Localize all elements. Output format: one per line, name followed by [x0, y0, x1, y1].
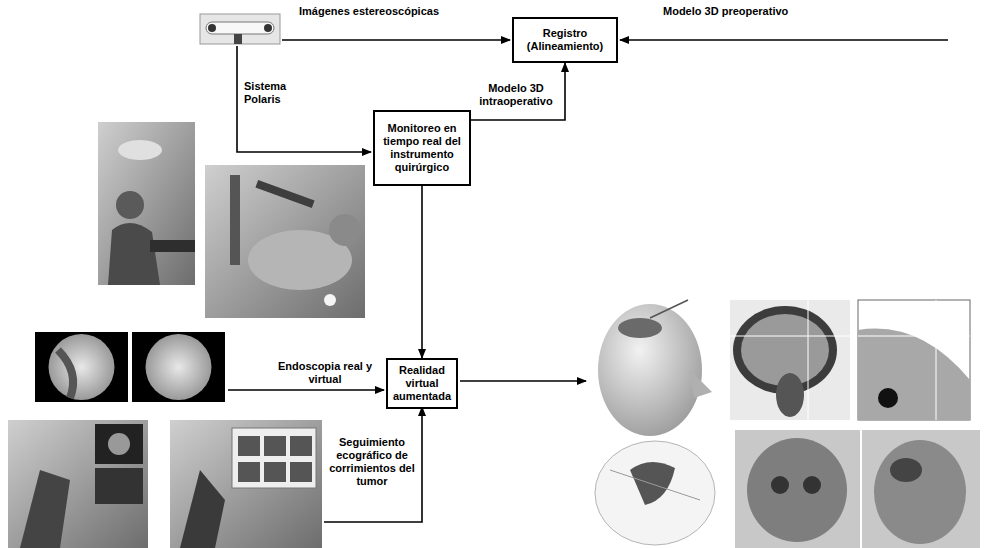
process-box: Monitoreo en tiempo real del instrumento…	[373, 110, 471, 186]
box-label: Registro (Alineamiento)	[517, 27, 613, 53]
camera-icon	[200, 14, 280, 44]
ultrasound-photo	[170, 420, 322, 548]
mri-zoom	[858, 300, 970, 420]
flow-arrow	[471, 63, 565, 120]
head-render	[598, 300, 712, 436]
process-box: Realidad virtual aumentada	[386, 358, 458, 409]
box-label: Monitoreo en tiempo real del instrumento…	[378, 122, 466, 174]
endoscopy-image	[35, 332, 225, 402]
flow-label: Modelo 3D preoperativo	[662, 5, 789, 18]
skull-render	[862, 430, 980, 548]
surgery-photo	[98, 122, 195, 285]
edge-label: Modelo 3D intraoperativo	[474, 82, 558, 108]
skull-render	[595, 441, 715, 545]
box-label: Realidad virtual aumentada	[391, 364, 453, 403]
flow-label: Seguimiento ecográfico de corrimientos d…	[326, 436, 418, 488]
flow-label: Imágenes estereoscópicas	[298, 5, 440, 18]
surgery-photo	[205, 165, 365, 318]
process-box: Registro (Alineamiento)	[512, 17, 618, 63]
flow-arrow	[421, 186, 423, 358]
mri-slice	[730, 300, 850, 420]
ultrasound-photo	[8, 420, 148, 548]
flow-label: Sistema Polaris	[243, 80, 307, 106]
flow-label: Endoscopia real y virtual	[272, 360, 378, 386]
skull-render	[735, 430, 860, 548]
